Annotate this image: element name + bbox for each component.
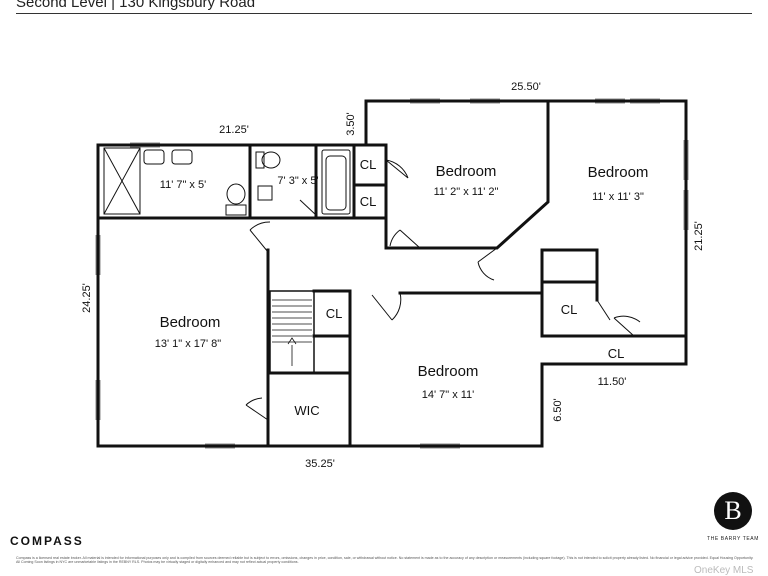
closet-label-2: CL [360, 194, 377, 209]
bedroom-bottom-dimension: 14' 7" x 11' [422, 389, 475, 401]
dim-top-left: 21.25' [219, 124, 249, 136]
disclaimer-text: Compass is a licensed real estate broker… [16, 556, 754, 565]
dim-step-vertical: 6.50' [552, 398, 564, 422]
barry-team-logo: B [714, 492, 752, 530]
brand-logo: COMPASS [10, 534, 84, 548]
dim-bottom: 35.25' [305, 458, 335, 470]
dim-left: 24.25' [81, 283, 93, 313]
bedroom-center-dimension: 11' 2" x 11' 2" [434, 186, 499, 198]
closet-label-5: CL [608, 346, 625, 361]
header-divider [16, 13, 752, 14]
bedroom-right-dimension: 11' x 11' 3" [592, 191, 644, 203]
team-name: THE BARRY TEAM [706, 536, 760, 542]
bedroom-center-name: Bedroom [436, 163, 497, 180]
closet-label-3: CL [326, 306, 343, 321]
bedroom-left-name: Bedroom [160, 314, 221, 331]
closet-label-1: CL [360, 157, 377, 172]
page-title: Second Level | 130 Kingsbury Road [16, 0, 256, 11]
closet-label-4: CL [561, 302, 578, 317]
dim-notch: 3.50' [345, 112, 357, 136]
dim-right: 21.25' [693, 221, 705, 251]
exterior-wall [96, 99, 688, 448]
dim-top-right: 25.50' [511, 81, 541, 93]
bedroom-bottom-name: Bedroom [418, 363, 479, 380]
bedroom-left-dimension: 13' 1" x 17' 8" [155, 338, 222, 350]
bedroom-right-name: Bedroom [588, 164, 649, 181]
bath-small-dimension: 7' 3" x 5' [277, 175, 318, 187]
wic-label: WIC [294, 403, 319, 418]
dim-step-horizontal: 11.50' [598, 376, 627, 388]
watermark: OneKey MLS [694, 565, 754, 576]
bath-main-dimension: 11' 7" x 5' [160, 179, 206, 191]
